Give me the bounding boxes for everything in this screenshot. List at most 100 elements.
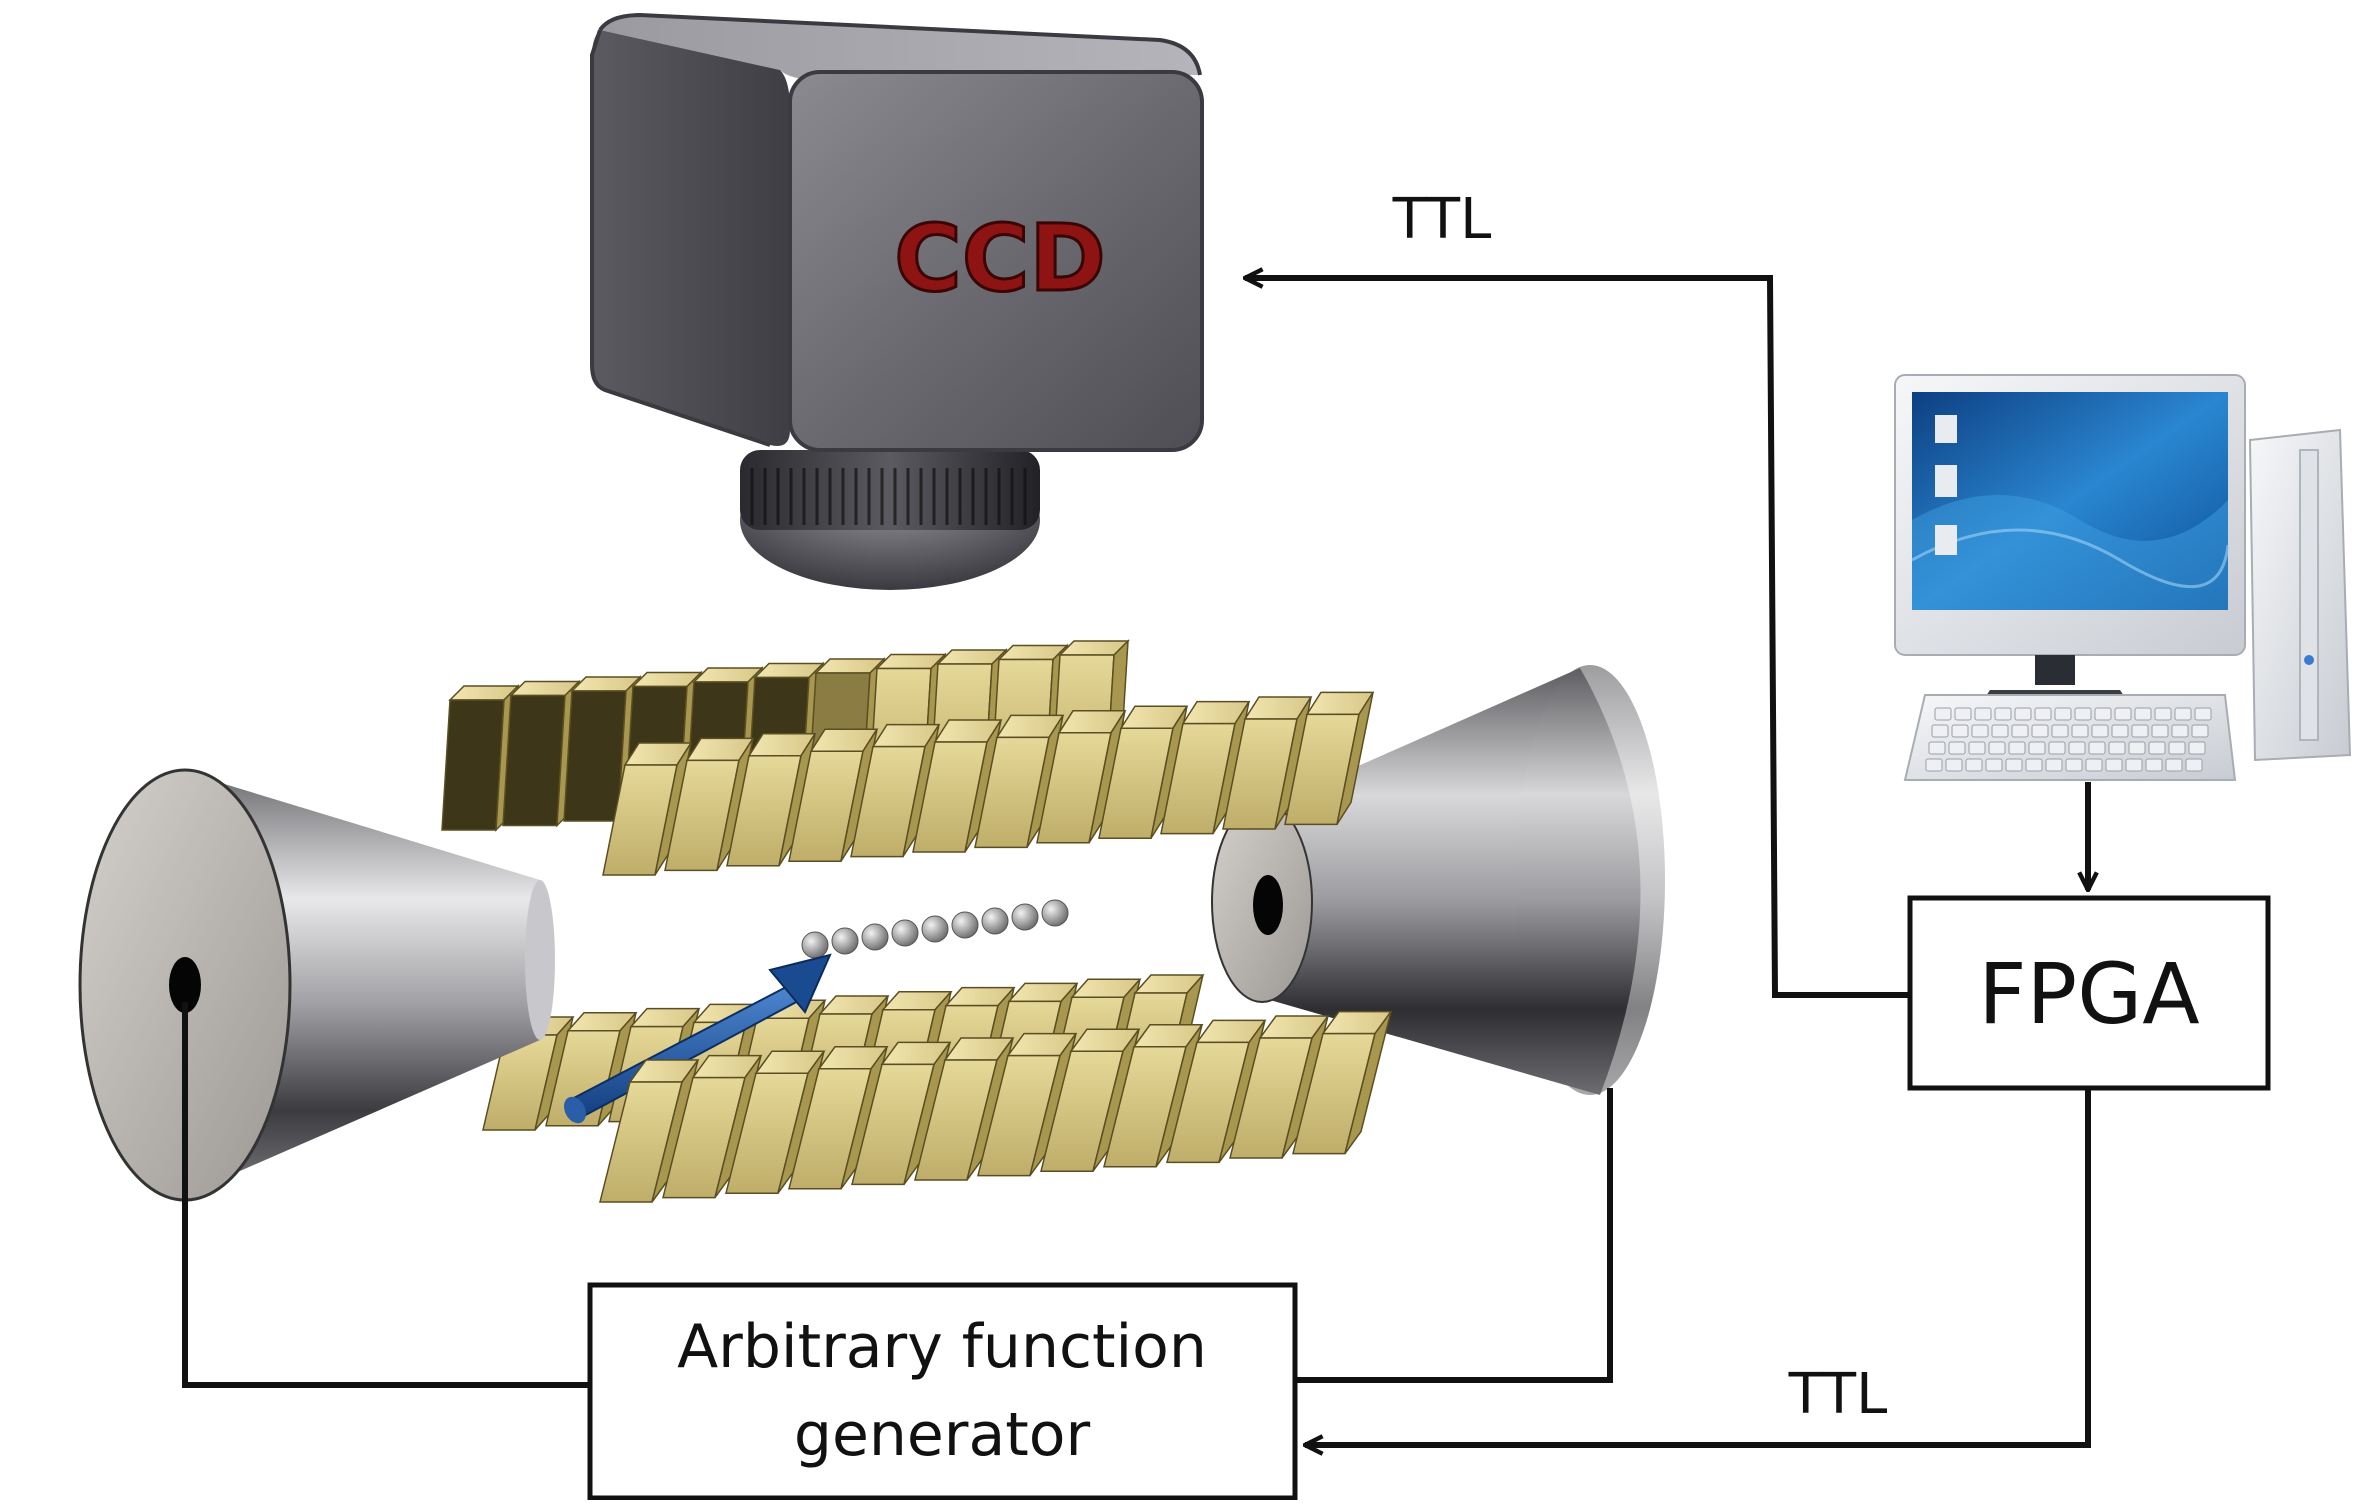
trapped-ion [951, 911, 979, 939]
trapped-ion [891, 919, 919, 947]
keyboard-key [2051, 724, 2069, 738]
desktop-icon-3 [1935, 525, 1957, 555]
wire-afg-to-left-endcap [182, 1002, 590, 1388]
endcap-left-hole [169, 957, 201, 1013]
afg-label-line2: generator [794, 1400, 1091, 1470]
keyboard-key [2174, 707, 2192, 721]
electrode-top-front [1036, 710, 1127, 844]
keyboard-key [2185, 758, 2203, 772]
keyboard-key [2008, 741, 2026, 755]
keyboard-key [1925, 758, 1943, 772]
pc-power-led [2304, 655, 2314, 665]
keyboard-key [2154, 707, 2172, 721]
keyboard-key [2108, 741, 2126, 755]
keyboard-key [1945, 758, 1963, 772]
desktop-icon-1 [1935, 415, 1957, 443]
electrode-top-front [1222, 696, 1313, 830]
keyboard-key [1988, 741, 2006, 755]
keyboard-key [2011, 724, 2029, 738]
keyboard-key [1971, 724, 1989, 738]
keyboard-key [2148, 741, 2166, 755]
keyboard-key [2025, 758, 2043, 772]
ion-chain [801, 899, 1069, 959]
keyboard-key [1985, 758, 2003, 772]
electrode-top-front [664, 737, 755, 872]
keyboard-key [2094, 707, 2112, 721]
electrode-top-front [726, 733, 817, 867]
desktop-icon-2 [1935, 465, 1957, 497]
keyboard-key [2031, 724, 2049, 738]
keyboard-key [2168, 741, 2186, 755]
electrode-top-front [788, 728, 879, 862]
trapped-ion [831, 927, 859, 955]
electrode-top-front [912, 719, 1003, 853]
electrode-top-front [1284, 691, 1375, 826]
keyboard-key [2068, 741, 2086, 755]
afg-box: Arbitrary function generator [587, 1282, 1298, 1501]
keyboard-key [2048, 741, 2066, 755]
electrode-bottom-front [914, 1037, 1015, 1181]
trapped-ion [801, 931, 829, 959]
keyboard-key [1965, 758, 1983, 772]
keyboard-key [2028, 741, 2046, 755]
keyboard-key [2191, 724, 2209, 738]
keyboard-key [2105, 758, 2123, 772]
keyboard-key [2125, 758, 2143, 772]
keyboard-key [1968, 741, 1986, 755]
ccd-camera: CCD [590, 12, 1204, 590]
keyboard-key [2131, 724, 2149, 738]
keyboard-key [1928, 741, 1946, 755]
keyboard-key [2014, 707, 2032, 721]
fpga-box: FPGA [1907, 895, 2271, 1091]
ttl-label-bottom: TTL [1788, 1362, 1888, 1427]
keyboard-key [2045, 758, 2063, 772]
wire-fpga-to-ccd [1245, 278, 1910, 998]
trapped-ion [921, 915, 949, 943]
keyboard-key [1991, 724, 2009, 738]
keyboard-key [2171, 724, 2189, 738]
keyboard-key [2188, 741, 2206, 755]
electrode-bottom-front [599, 1059, 700, 1203]
keyboard-key [2074, 707, 2092, 721]
keyboard-key [2088, 741, 2106, 755]
electrodes-bottom-front [599, 1010, 1393, 1203]
keyboard-key [2194, 707, 2212, 721]
electrode-bottom-front [662, 1054, 763, 1199]
laser-beam-tip [768, 953, 832, 1014]
afg-label-line1: Arbitrary function [677, 1312, 1207, 1382]
keyboard-keys [1925, 707, 2212, 772]
electrode-bottom-front [1040, 1028, 1141, 1172]
wiring [182, 278, 2091, 1445]
endcap-right-hole [1253, 875, 1283, 935]
electrode-top-front [1160, 700, 1251, 835]
endcap-left [78, 768, 555, 1202]
electrode-bottom-front [1292, 1010, 1393, 1155]
electrode-bottom-front [1103, 1024, 1204, 1168]
electrode-top-front [1098, 705, 1189, 839]
keyboard-key [1931, 724, 1949, 738]
camera-lens-ring [740, 450, 1040, 530]
keyboard-key [2128, 741, 2146, 755]
keyboard-key [2085, 758, 2103, 772]
ttl-label-top: TTL [1392, 187, 1492, 252]
wire-afg-to-right-endcap [1295, 1088, 1613, 1383]
keyboard-key [2065, 758, 2083, 772]
keyboard-key [2145, 758, 2163, 772]
trapped-ion [1041, 899, 1069, 927]
laser-beam [563, 953, 832, 1124]
keyboard-key [1934, 707, 1952, 721]
keyboard-key [2134, 707, 2152, 721]
keyboard-key [2114, 707, 2132, 721]
electrode-bottom-front [788, 1046, 889, 1190]
electrode-top-front [850, 723, 941, 858]
camera-front-face [788, 70, 1204, 452]
keyboard-key [2111, 724, 2129, 738]
wire-fpga-to-afg [1305, 1088, 2091, 1445]
keyboard-key [1974, 707, 1992, 721]
keyboard-key [2054, 707, 2072, 721]
trapped-ion [861, 923, 889, 951]
electrode-bottom-front [1166, 1019, 1267, 1164]
keyboard-key [2005, 758, 2023, 772]
